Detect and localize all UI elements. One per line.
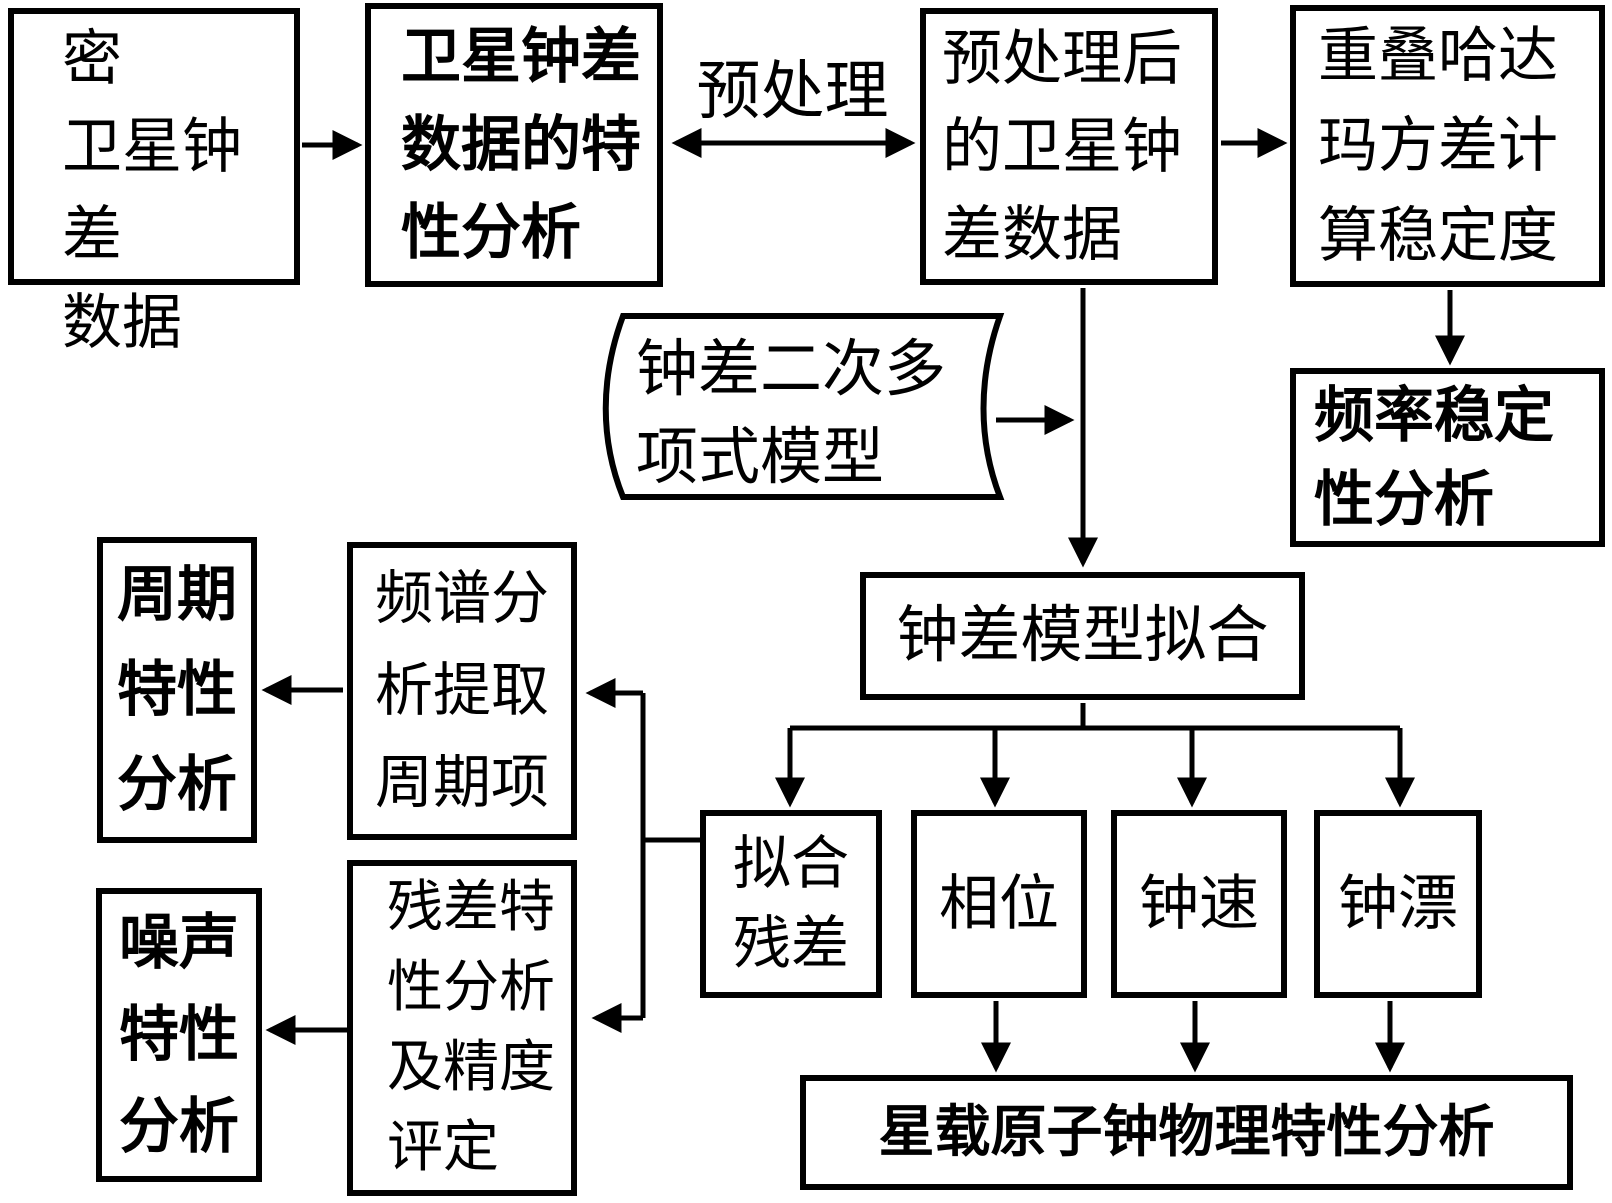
node-bds-precise-clock-data: BDS精密 卫星钟差 数据 [8,0,300,356]
node-label: 频率稳定 性分析 [1314,382,1554,533]
node-label: 重叠哈达 玛方差计 算稳定度 [1318,23,1558,269]
node-label: 钟漂 [1338,871,1458,937]
stored-data-shape-polymodel [602,313,1005,500]
node-clock-rate: 钟速 [1111,810,1287,998]
node-label: 噪声 特性 分析 [119,910,239,1160]
node-label: 残差特 性分析 及精度 评定 [387,877,555,1179]
node-spectrum-analysis-periodic-terms: 频谱分 析提取 周期项 [347,542,577,840]
node-label: 钟差二次多 项式模型 [636,336,947,492]
node-label: 星载原子钟物理特性分析 [878,1101,1495,1164]
node-label: 钟差模型拟合 [896,602,1269,670]
node-clock-model-fitting: 钟差模型拟合 [860,572,1305,700]
node-clock-data-characteristic-analysis: 卫星钟差 数据的特 性分析 [365,3,663,287]
node-atomic-clock-physical-analysis: 星载原子钟物理特性分析 [800,1075,1573,1190]
node-periodic-characteristic-analysis: 周期 特性 分析 [97,537,257,843]
node-fitting-residual: 拟合 残差 [700,810,882,998]
node-label: 预处理后 的卫星钟 差数据 [942,25,1182,268]
node-noise-characteristic-analysis: 噪声 特性 分析 [96,888,262,1182]
node-quadratic-polynomial-model: 钟差二次多 项式模型 [636,326,986,502]
node-frequency-stability-analysis: 频率稳定 性分析 [1290,368,1605,547]
node-residual-characteristic-precision: 残差特 性分析 及精度 评定 [347,860,577,1196]
node-label: 钟速 [1139,871,1259,937]
node-label: 频谱分 析提取 周期项 [374,566,549,815]
edge-label-preprocess: 预处理 [696,56,889,127]
node-label: BDS精密 卫星钟差 数据 [62,0,242,356]
node-label: 周期 特性 分析 [117,561,237,818]
node-label: 相位 [939,871,1059,937]
node-clock-drift: 钟漂 [1314,810,1482,998]
node-preprocessed-clock-data: 预处理后 的卫星钟 差数据 [920,8,1218,285]
node-label: 拟合 残差 [732,831,849,976]
node-overlapping-hadamard-variance: 重叠哈达 玛方差计 算稳定度 [1290,5,1605,287]
node-label: 卫星钟差 数据的特 性分析 [401,24,641,266]
node-phase: 相位 [911,810,1087,998]
